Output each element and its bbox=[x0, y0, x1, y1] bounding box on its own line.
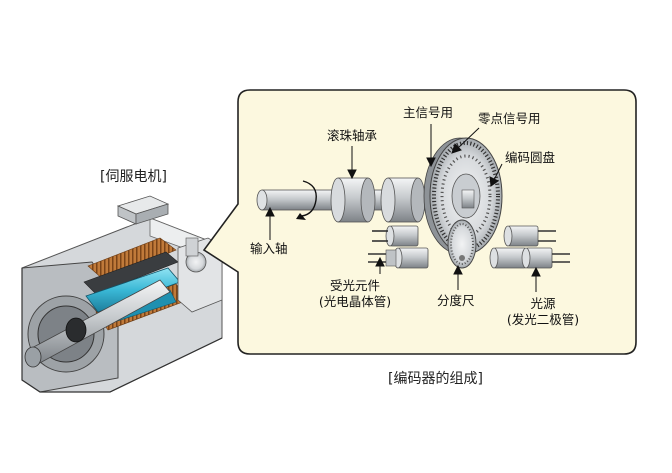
label-scale: 分度尺 bbox=[437, 293, 475, 308]
ball-bearing-2 bbox=[380, 177, 426, 223]
label-input-shaft: 输入轴 bbox=[250, 241, 288, 256]
light-source-elements bbox=[489, 225, 570, 269]
ball-bearing-1 bbox=[330, 177, 376, 223]
label-main-signal: 主信号用 bbox=[403, 105, 454, 120]
label-receiver-line2: (光电晶体管) bbox=[318, 294, 392, 309]
label-light-source: 光源 (发光二极管) bbox=[488, 296, 598, 328]
label-zero-signal: 零点信号用 bbox=[478, 111, 541, 126]
rotation-arrow-icon bbox=[301, 180, 317, 217]
encoder-composition-caption: [编码器的组成] bbox=[388, 371, 483, 387]
leader-lines bbox=[265, 124, 541, 292]
encoder-exploded-view bbox=[256, 137, 570, 269]
label-ball-bearing: 滚珠轴承 bbox=[327, 128, 378, 143]
label-code-disc: 编码圆盘 bbox=[505, 150, 556, 165]
servo-motor-caption: [伺服电机] bbox=[100, 169, 167, 185]
label-light-source-line2: (发光二极管) bbox=[506, 312, 580, 327]
label-receiver-line1: 受光元件 bbox=[329, 278, 380, 293]
encoder-callout-panel bbox=[202, 89, 637, 355]
scale-part bbox=[447, 219, 477, 269]
receiver-elements bbox=[368, 225, 429, 269]
code-disc-part bbox=[423, 137, 503, 255]
label-light-source-line1: 光源 bbox=[530, 296, 556, 311]
servo-motor-illustration bbox=[21, 195, 223, 393]
label-receiver: 受光元件 (光电晶体管) bbox=[300, 278, 410, 310]
